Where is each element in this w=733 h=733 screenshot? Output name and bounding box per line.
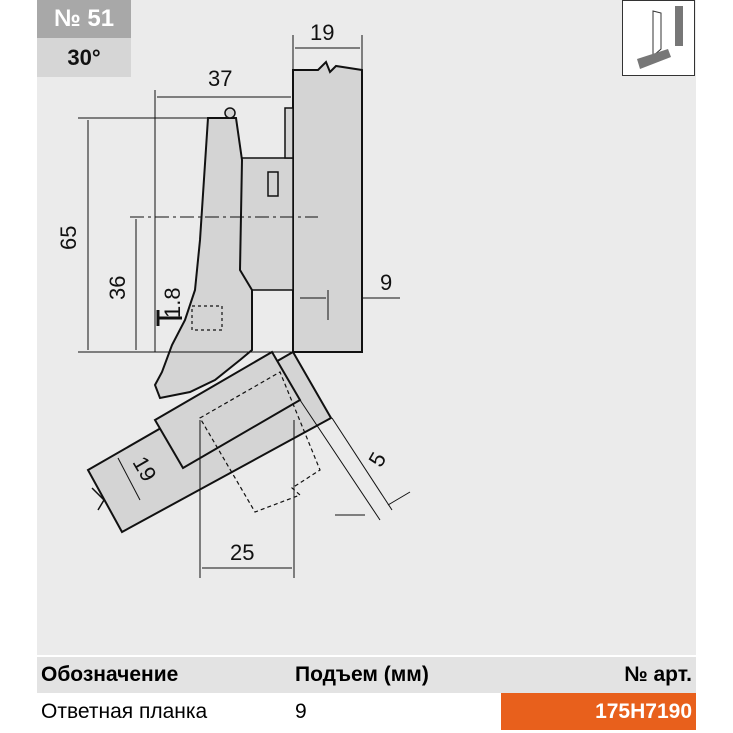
dim-cup-distance: 25	[230, 540, 254, 565]
dim-gap: 1.8	[160, 287, 185, 318]
header-lift: Подъем (мм)	[295, 663, 429, 686]
cell-designation: Ответная планка	[41, 699, 208, 723]
cell-article[interactable]: 175H7190	[501, 693, 696, 730]
table-header: Обозначение Подъем (мм) № арт.	[37, 655, 696, 693]
dim-panel-thickness: 19	[310, 20, 334, 45]
diagram-background	[37, 0, 696, 655]
angle-badge: 30°	[37, 38, 131, 77]
dim-mid-height: 36	[105, 276, 130, 300]
dim-offset: 37	[208, 66, 232, 91]
table-row: Ответная планка 9 175H7190	[37, 693, 696, 730]
header-article: № арт.	[624, 663, 692, 686]
hinge-thumbnail-icon	[622, 0, 695, 76]
hinge-technical-drawing: 19 37 65 36 1.8 9 19 5 25	[56, 20, 411, 578]
dim-cup-offset: 5	[363, 448, 391, 471]
drawing-number-badge: № 51	[37, 0, 131, 38]
cell-lift: 9	[295, 699, 307, 723]
dim-overlay: 9	[380, 270, 392, 295]
header-designation: Обозначение	[41, 663, 179, 686]
hinge-arm	[153, 117, 253, 400]
cabinet-side-panel	[292, 60, 363, 353]
dim-height: 65	[56, 226, 81, 250]
article-table: Обозначение Подъем (мм) № арт. Ответная …	[37, 655, 696, 730]
